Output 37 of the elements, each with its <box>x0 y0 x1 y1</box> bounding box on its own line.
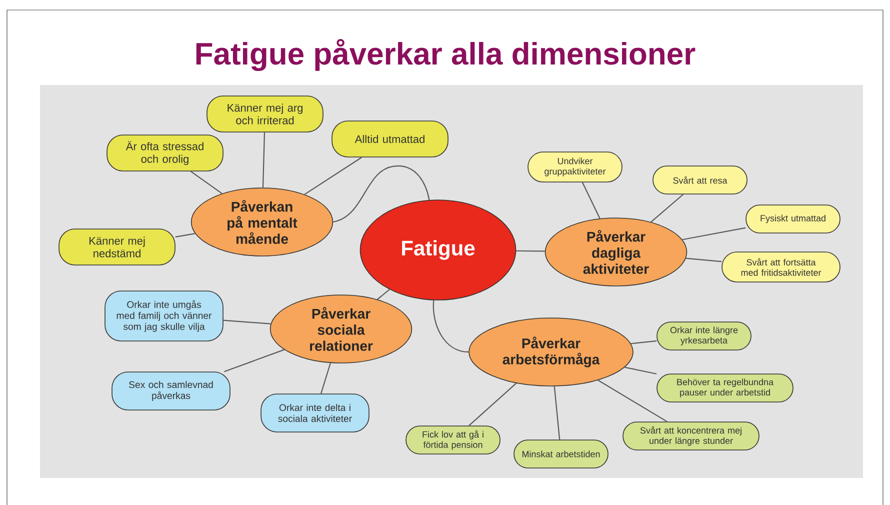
idea-bubble: Svårt att resa <box>652 166 748 194</box>
connector-line <box>223 320 271 324</box>
connector-line <box>686 258 722 262</box>
idea-bubble: Orkar inte delta i sociala aktiviteter <box>260 394 370 432</box>
idea-bubble: Svårt att fortsätta med fritidsaktiviteter <box>722 252 840 282</box>
idea-bubble: Känner mej arg och irriterad <box>206 96 324 132</box>
idea-bubble: Orkar inte längre yrkesarbeta <box>656 322 752 350</box>
connector-line <box>624 366 657 374</box>
connector-line <box>262 132 266 188</box>
connector-line <box>432 300 469 353</box>
connector-line <box>224 349 284 372</box>
connector-line <box>554 386 560 440</box>
connector-line <box>468 382 517 426</box>
idea-bubble: Fick lov att gå i förtida pension <box>406 426 500 454</box>
idea-bubble: Sex och samlevnad påverkas <box>112 372 230 410</box>
idea-bubble: Fysiskt utmattad <box>746 204 840 234</box>
connector-line <box>682 227 746 240</box>
idea-bubble: Undviker gruppaktiviteter <box>528 152 622 182</box>
connector-line <box>630 340 657 344</box>
connector-line <box>376 289 390 300</box>
idea-bubble: Orkar inte umgås med familj och vänner som jag skulle vilja <box>104 290 224 342</box>
connector-line <box>332 165 430 223</box>
connector-line <box>650 194 684 222</box>
connector-line <box>175 233 196 238</box>
connector-line <box>320 362 331 394</box>
idea-bubble: Är ofta stressad och orolig <box>106 134 224 172</box>
connector-line <box>516 250 545 252</box>
connector-line <box>598 380 668 422</box>
title: Fatigue påverkar alla dimensioner <box>196 38 696 72</box>
idea-bubble: Alltid utmattad <box>332 120 448 158</box>
connector-line <box>582 182 600 219</box>
idea-bubble: Behöver ta regelbundna pauser under arbetstid <box>656 374 794 402</box>
connector-line <box>190 170 222 194</box>
idea-bubble: Minskat arbetstiden <box>514 440 608 468</box>
idea-bubble: Känner mej nedstämd <box>58 228 176 266</box>
connector-line <box>304 156 362 195</box>
idea-bubble: Svårt att koncentrera mej under längre stunder <box>622 422 760 450</box>
